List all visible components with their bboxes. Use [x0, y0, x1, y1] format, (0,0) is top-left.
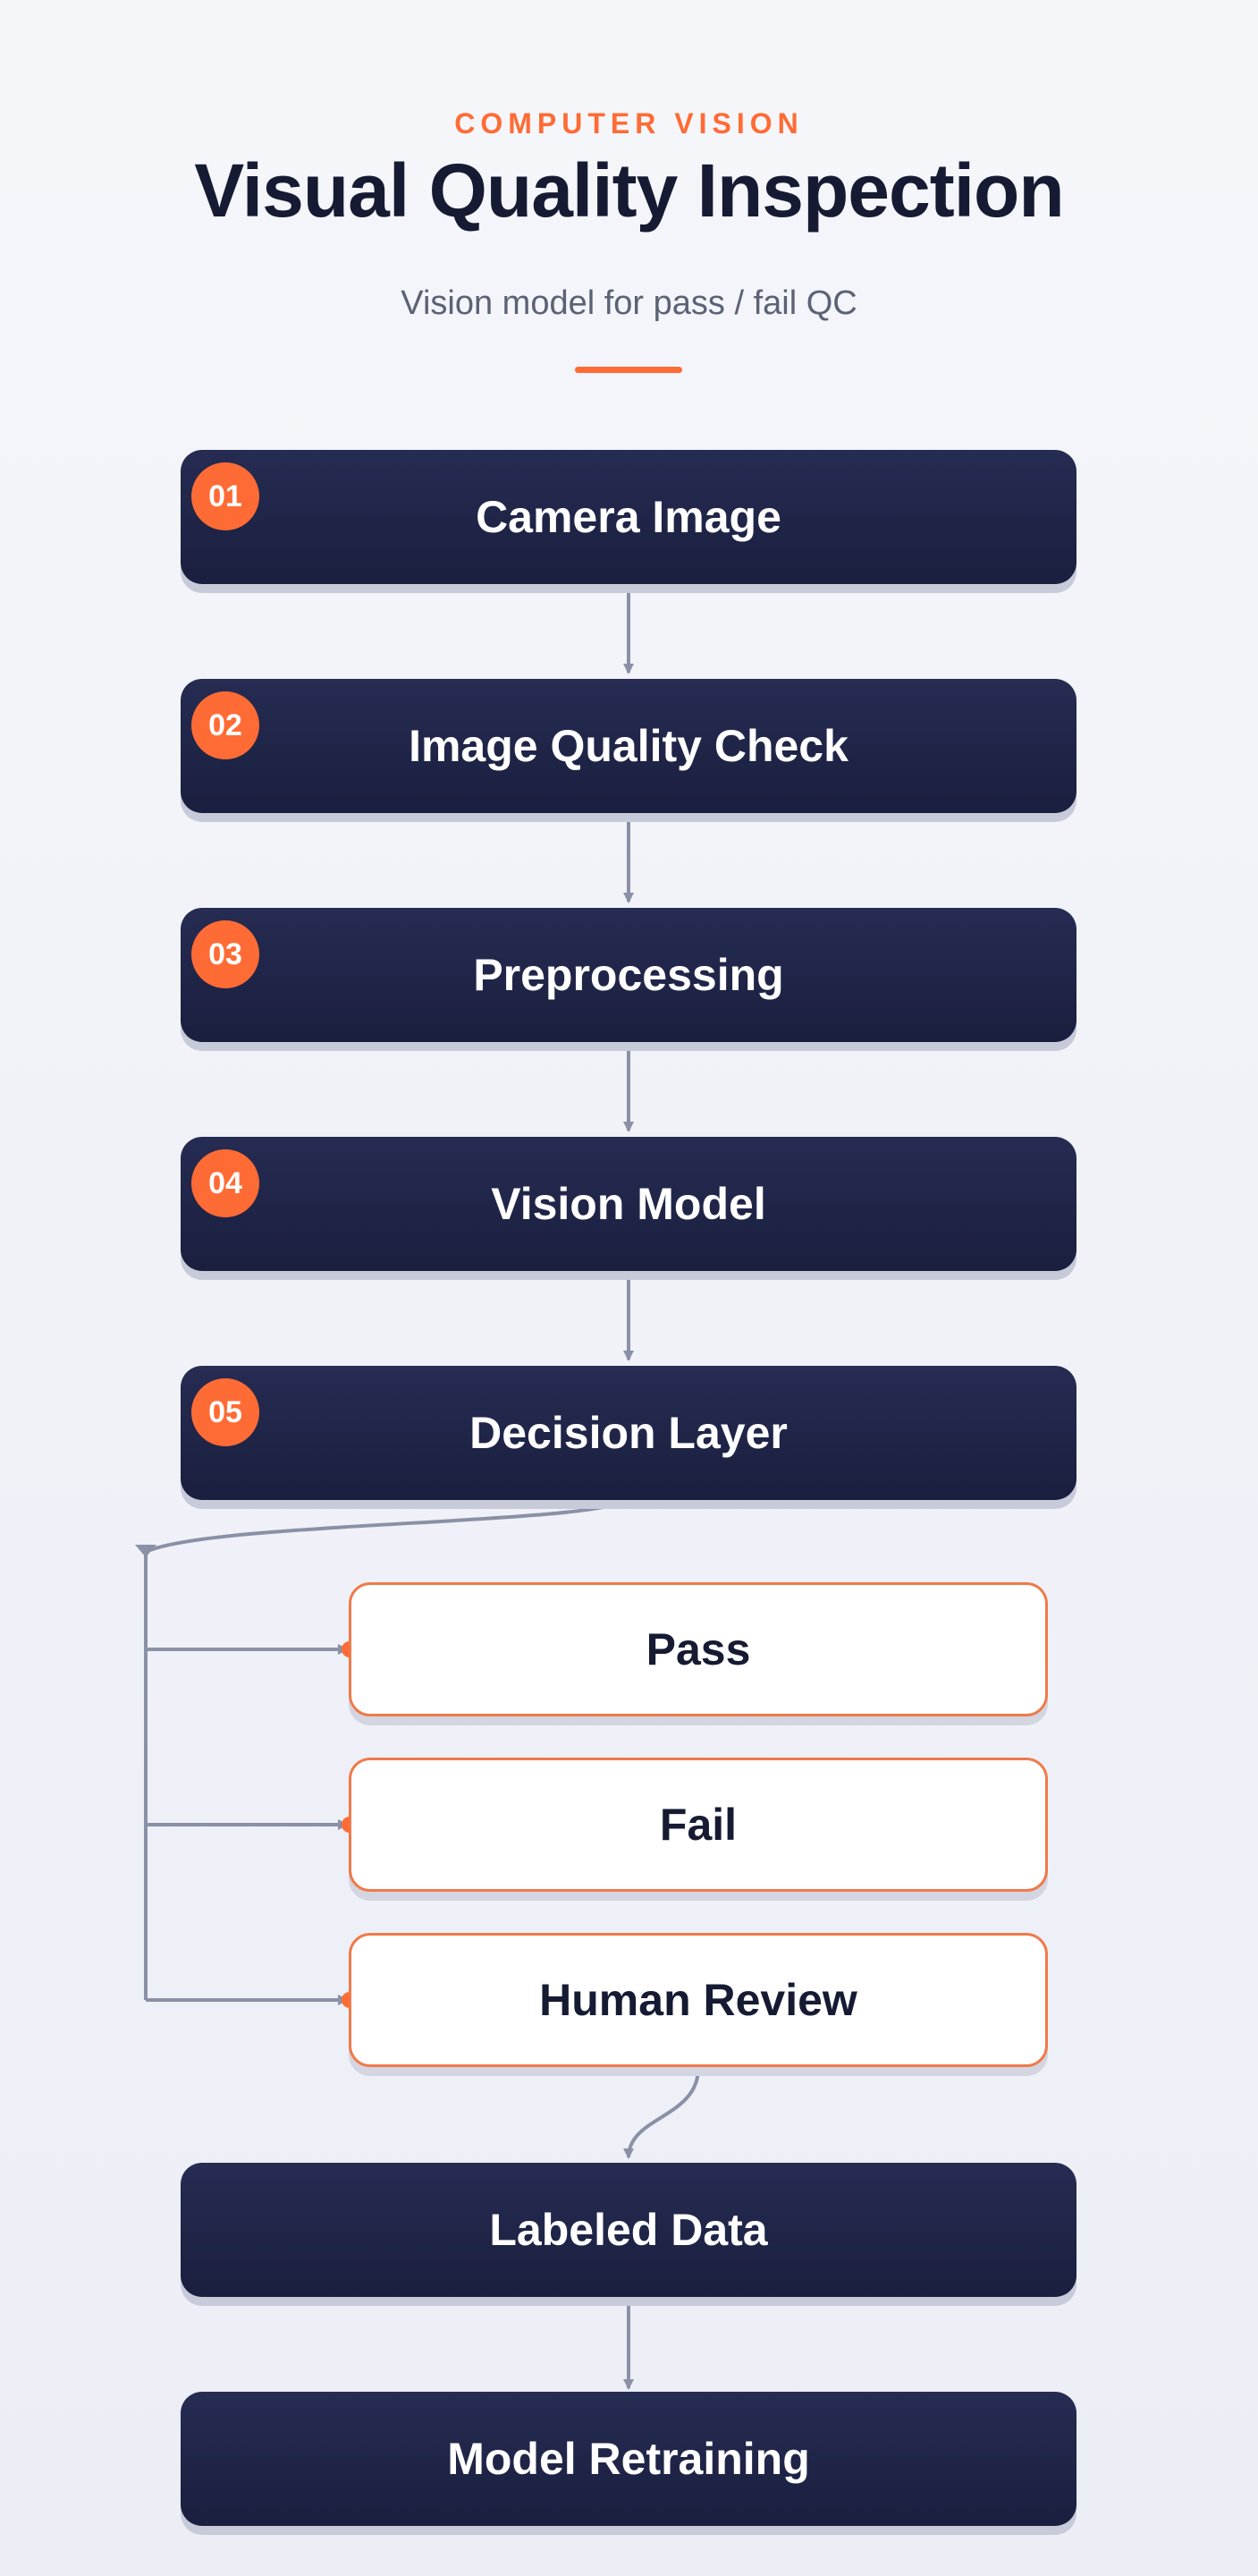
- eyebrow-label: COMPUTER VISION: [454, 107, 804, 140]
- branch-arrowhead: [135, 1545, 156, 1557]
- step-number-badge: 02: [191, 691, 259, 759]
- accent-divider: [575, 367, 682, 373]
- connector-review-labeled: [623, 2067, 700, 2159]
- step-label: Decision Layer: [469, 1408, 788, 1458]
- step-number-badge: 01: [191, 462, 259, 530]
- step-vision-model: 04 Vision Model: [181, 1137, 1076, 1271]
- step-label: Preprocessing: [473, 950, 784, 1000]
- step-preprocessing: 03 Preprocessing: [181, 908, 1076, 1042]
- page-title: Visual Quality Inspection: [194, 148, 1064, 233]
- node-label: Labeled Data: [489, 2205, 768, 2255]
- step-image-quality-check: 02 Image Quality Check: [181, 679, 1076, 813]
- step-label: Vision Model: [491, 1179, 766, 1229]
- step-number-badge: 05: [191, 1378, 259, 1446]
- step-number-badge: 04: [191, 1149, 259, 1217]
- outcome-label: Fail: [659, 1800, 738, 1850]
- step-label: Camera Image: [476, 492, 781, 542]
- outcome-human-review: Human Review: [349, 1933, 1048, 2067]
- step-label: Image Quality Check: [409, 721, 849, 771]
- step-decision-layer: 05 Decision Layer: [181, 1366, 1076, 1500]
- connector-decision-branch: [145, 1496, 630, 1554]
- node-model-retraining: Model Retraining: [181, 2392, 1076, 2526]
- page-subtitle: Vision model for pass / fail QC: [401, 284, 857, 322]
- outcome-pass: Pass: [349, 1582, 1048, 1716]
- node-labeled-data: Labeled Data: [181, 2163, 1076, 2297]
- outcome-label: Pass: [646, 1624, 751, 1674]
- step-camera-image: 01 Camera Image: [181, 450, 1076, 584]
- outcome-label: Human Review: [539, 1975, 857, 2025]
- step-number-badge: 03: [191, 920, 259, 988]
- outcome-fail: Fail: [349, 1758, 1048, 1892]
- node-label: Model Retraining: [447, 2434, 810, 2484]
